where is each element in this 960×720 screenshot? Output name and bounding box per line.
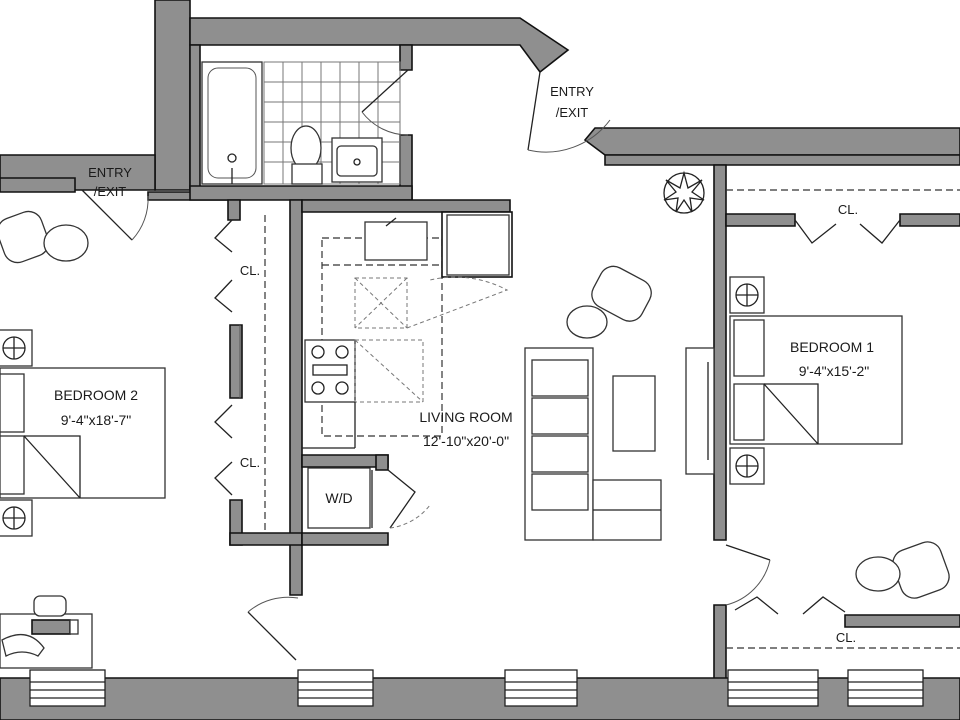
entry-door-top[interactable] [527,71,611,153]
living-room-name: LIVING ROOM [419,409,512,425]
entry-left-label-2: /EXIT [94,184,127,199]
sofa-icon [524,347,662,541]
bathroom [201,61,409,185]
tv-console [685,347,715,475]
closet-label-b1-top: CL. [838,202,858,217]
entry-top-label-2: /EXIT [556,105,589,120]
closet-label-b2-top: CL. [240,263,260,278]
living-room-furniture [524,170,715,541]
living-room-size: 12'-10"x20'-0" [423,433,509,449]
entry-door-left[interactable] [81,189,149,241]
closet-label-b1-bottom: CL. [836,630,856,645]
bedroom1-furniture [729,276,950,599]
kitchen [302,211,513,449]
bedroom2-furniture [0,210,166,669]
entry-left-label-1: ENTRY [88,165,132,180]
closet-label-b2-bottom: CL. [240,455,260,470]
bedroom1-size: 9'-4"x15'-2" [799,363,870,379]
entry-top-label-1: ENTRY [550,84,594,99]
windows [29,669,924,707]
plant-icon [663,170,705,214]
bedroom1-closets [725,189,960,649]
bedroom1-name: BEDROOM 1 [790,339,874,355]
armchair-icon [566,265,652,339]
bedroom2-name: BEDROOM 2 [54,387,138,403]
wd-label: W/D [325,490,352,506]
living-door[interactable] [247,596,299,661]
bedroom2-closet [214,215,266,530]
labels: ENTRY /EXIT ENTRY /EXIT CL. CL. CL. CL. … [54,84,874,645]
washer-dryer: W/D [307,467,431,529]
bedroom2-size: 9'-4"x18'-7" [61,412,132,428]
coffee-table [612,375,656,452]
